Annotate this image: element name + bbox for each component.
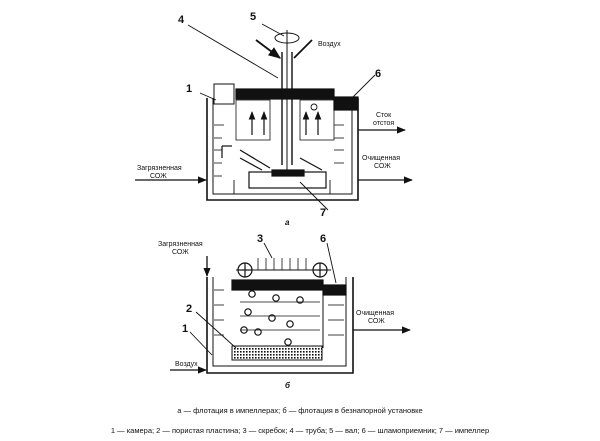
tank-a-inner	[212, 98, 353, 195]
label-a-air: Воздух	[318, 41, 341, 48]
label-b-1: 1	[182, 323, 188, 335]
label-a-dirty-2: СОЖ	[150, 173, 167, 180]
diagram-a	[135, 23, 413, 211]
label-b-dirty-2: СОЖ	[172, 249, 189, 256]
impeller	[271, 169, 305, 177]
rotation-icon	[274, 32, 300, 44]
label-b-2: 2	[186, 303, 192, 315]
label-b-clean-1: Очищенная	[356, 310, 394, 317]
label-b-dirty-1: Загрязненная	[158, 241, 203, 248]
froth-layer-b	[231, 279, 324, 291]
porous-plate	[231, 345, 323, 361]
label-b-3: 3	[257, 233, 263, 245]
label-b-sub: б	[285, 381, 291, 390]
froth-layer	[235, 88, 335, 100]
label-a-sludge-2: отстоя	[373, 120, 394, 127]
tank-a-outer	[206, 98, 359, 201]
label-a-clean-2: СОЖ	[374, 163, 391, 170]
label-b-clean-2: СОЖ	[368, 318, 385, 325]
label-a-5: 5	[250, 11, 256, 23]
label-b-air: Воздух	[175, 361, 198, 368]
label-a-dirty-1: Загрязненная	[137, 165, 182, 172]
sludge-receiver-b	[322, 284, 347, 296]
sludge-receiver-a	[333, 96, 359, 111]
label-a-1: 1	[186, 83, 192, 95]
label-a-sub: а	[285, 218, 290, 227]
label-a-clean-1: Очищенная	[362, 155, 400, 162]
label-a-sludge-1: Сток	[376, 112, 392, 119]
chamber-box	[213, 83, 235, 105]
label-b-6: 6	[320, 233, 326, 245]
label-a-4: 4	[178, 14, 185, 26]
diagram-b	[170, 242, 411, 374]
figure-caption: а — флотация в импеллерах; б — флотация …	[177, 406, 422, 415]
tank-b-outer	[206, 277, 354, 374]
figure-legend: 1 — камера; 2 — пористая пластина; 3 — с…	[111, 426, 489, 435]
label-a-6: 6	[375, 68, 381, 80]
label-a-7: 7	[320, 207, 326, 219]
